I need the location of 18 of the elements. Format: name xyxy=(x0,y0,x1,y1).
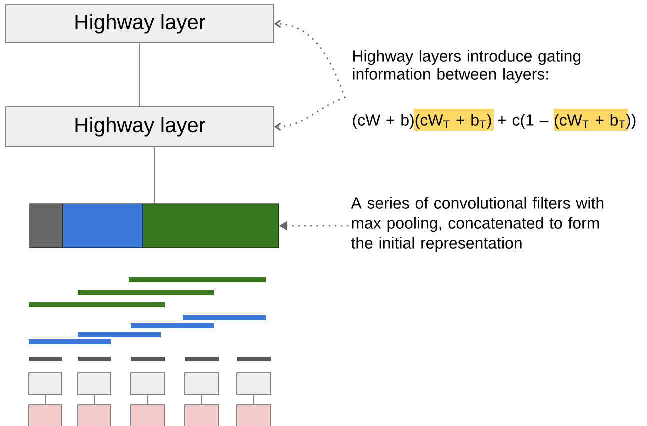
layer-box: Highway layer xyxy=(6,4,274,44)
input-box xyxy=(28,372,62,396)
note-text: A series of convolutional filters with max pooling, concatenated to form the initial representation xyxy=(351,197,604,252)
input-box xyxy=(184,372,220,396)
leader-arrow xyxy=(274,96,346,132)
concatenated-feature-bar xyxy=(30,204,280,248)
embedding-box xyxy=(184,404,220,426)
input-box xyxy=(130,372,166,396)
connector-line xyxy=(94,395,95,405)
embedding-box xyxy=(28,404,62,426)
embedding-box xyxy=(130,404,166,426)
input-box xyxy=(236,372,272,396)
input-box xyxy=(78,372,112,396)
connector-line xyxy=(45,395,46,405)
embedding-box xyxy=(236,404,272,426)
embedding-box xyxy=(78,404,112,426)
layer-box: Highway layer xyxy=(6,106,274,148)
connector-line xyxy=(154,147,155,204)
